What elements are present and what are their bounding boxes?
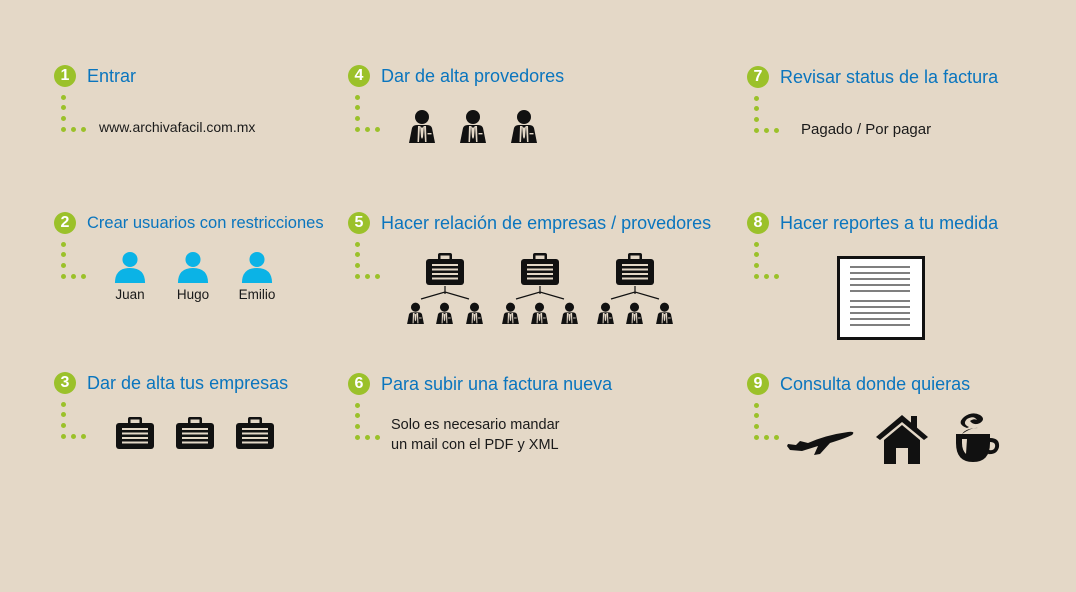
briefcase-icon [175,416,215,450]
step-title: Para subir una factura nueva [381,373,613,394]
house-icon [876,415,928,464]
briefcase-icon [115,416,155,450]
businessman-icon [654,302,675,324]
step-number-badge: 7 [747,66,769,88]
businessman-icon [595,302,616,324]
step-number-badge: 6 [348,373,370,395]
businessman-icon [529,302,550,324]
coffee-cup-icon [956,413,1000,462]
website-url-link[interactable]: www.archivafacil.com.mx [99,119,256,135]
airplane-icon [787,431,854,455]
step-number-badge: 8 [747,212,769,234]
hierarchy-lines [515,286,565,300]
step-title: Dar de alta tus empresas [87,372,289,393]
hierarchy-lines [610,286,660,300]
step-number-badge: 1 [54,65,76,87]
step-number-badge: 2 [54,212,76,234]
businessman-icon [405,302,426,324]
invoice-status-text: Pagado / Por pagar [801,121,932,138]
step-title: Consulta donde quieras [780,373,971,394]
user-icon [241,250,273,284]
step-title: Dar de alta provedores [381,65,565,86]
businessman-icon [624,302,645,324]
step-number-badge: 4 [348,65,370,87]
step-number-badge: 3 [54,372,76,394]
company-org-chart-icon [403,252,487,324]
briefcase-icon [520,252,560,286]
user-name: Juan [115,287,145,302]
instruction-line-1: Solo es necesario mandar [391,417,560,433]
company-org-chart-icon [593,252,677,324]
company-org-chart-icon [498,252,582,324]
step-title: Revisar status de la factura [780,66,999,87]
step-title: Hacer reportes a tu medida [780,212,999,233]
businessman-icon [434,302,455,324]
step-title: Entrar [87,65,137,86]
step-number-badge: 9 [747,373,769,395]
user-icon [177,250,209,284]
step-title: Crear usuarios con restricciones [87,213,324,232]
hierarchy-lines [420,286,470,300]
report-document-icon [837,256,925,340]
briefcase-icon [615,252,655,286]
businessman-icon [457,109,489,143]
instruction-line-2: un mail con el PDF y XML [391,437,559,453]
user-name: Emilio [238,287,276,302]
businessman-icon [500,302,521,324]
businessman-icon [464,302,485,324]
businessman-icon [559,302,580,324]
briefcase-icon [425,252,465,286]
businessman-icon [508,109,540,143]
briefcase-icon [235,416,275,450]
user-icon [114,250,146,284]
step-number-badge: 5 [348,212,370,234]
user-name: Hugo [176,287,210,302]
businessman-icon [406,109,438,143]
step-title: Hacer relación de empresas / provedores [381,212,712,233]
